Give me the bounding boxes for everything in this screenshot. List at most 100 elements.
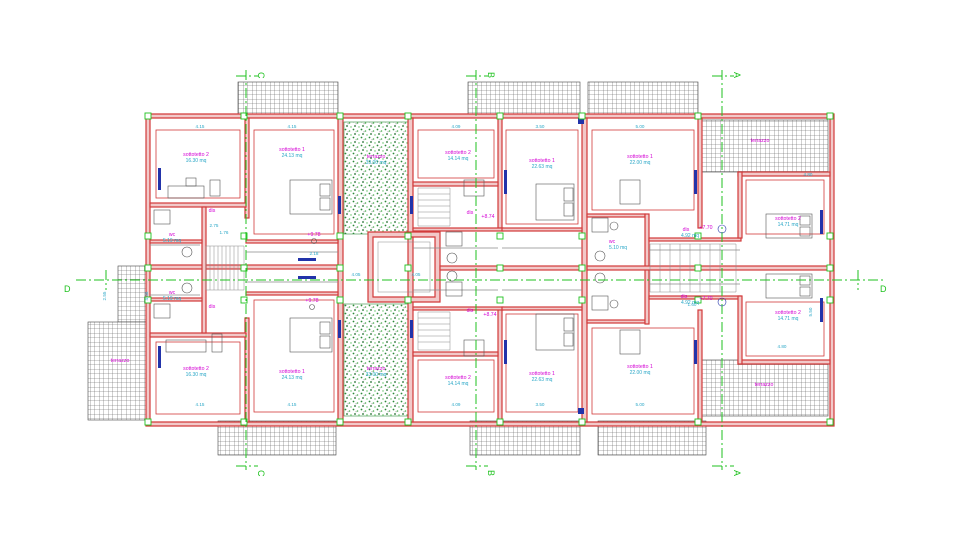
level-mark: dis bbox=[467, 210, 474, 216]
room-area: 33.00 mq bbox=[366, 160, 387, 166]
bed-bl bbox=[289, 317, 333, 353]
room-area: 24.13 mq bbox=[282, 375, 303, 381]
column bbox=[694, 418, 702, 426]
table-br bbox=[619, 329, 641, 355]
level-mark: dis bbox=[209, 208, 216, 214]
column bbox=[496, 112, 504, 120]
column bbox=[694, 232, 702, 240]
column bbox=[404, 296, 412, 304]
room-area: 14.71 mq bbox=[778, 316, 799, 322]
room-area: 22.63 mq bbox=[532, 164, 553, 170]
room-name: terrazzo bbox=[751, 138, 770, 144]
column bbox=[144, 112, 152, 120]
dimension: 1.76 bbox=[220, 230, 229, 235]
furniture bbox=[153, 177, 813, 357]
level-mark: +7.70 bbox=[699, 296, 712, 302]
column bbox=[336, 296, 344, 304]
room-area: 4.92 mq bbox=[681, 300, 699, 306]
dimension-labels: 4.15 4.15 4.09 3.50 5.00 4.15 4.15 4.09 … bbox=[102, 124, 813, 407]
axis-label-a-bottom: A bbox=[732, 470, 742, 476]
dimension: 4.05 bbox=[412, 272, 421, 277]
windows bbox=[158, 118, 823, 414]
room-name: terrazzo bbox=[367, 366, 386, 372]
room-area: 22.63 mq bbox=[532, 377, 553, 383]
level-mark: +7.70 bbox=[699, 225, 712, 231]
column bbox=[694, 112, 702, 120]
level-mark: dis bbox=[209, 304, 216, 310]
level-mark: +8.74 bbox=[481, 214, 494, 220]
table-tl bbox=[167, 177, 221, 199]
dimension: 5.50 bbox=[808, 307, 813, 316]
column bbox=[578, 232, 586, 240]
room-name: wc bbox=[169, 290, 176, 296]
column bbox=[336, 232, 344, 240]
column bbox=[578, 264, 586, 272]
column bbox=[404, 264, 412, 272]
column bbox=[404, 418, 412, 426]
table-tc bbox=[463, 179, 485, 197]
bed-tc bbox=[535, 183, 575, 221]
room-name: dis bbox=[683, 227, 690, 233]
column bbox=[578, 112, 586, 120]
grid-axes: C B A C B A D D bbox=[64, 70, 887, 477]
stairs bbox=[205, 187, 737, 351]
room-name: sottotetto 2 bbox=[775, 216, 801, 222]
column bbox=[240, 112, 248, 120]
dimension: 5.00 bbox=[636, 124, 645, 129]
dimension: 3.50 bbox=[536, 124, 545, 129]
bed-rt bbox=[765, 213, 813, 239]
room-name: wc bbox=[169, 232, 176, 238]
room-labels: sottotetto 2 16.30 mq sottotetto 1 24.13… bbox=[111, 138, 801, 388]
room-area: 24.13 mq bbox=[282, 153, 303, 159]
column bbox=[826, 232, 834, 240]
column bbox=[578, 296, 586, 304]
room-name: terrazzo bbox=[111, 358, 130, 364]
axis-label-c-bottom: C bbox=[256, 470, 266, 477]
columns bbox=[144, 112, 834, 426]
room-area: 5.19 mq bbox=[163, 296, 181, 302]
column bbox=[578, 418, 586, 426]
dimension: 2.55 bbox=[102, 291, 107, 300]
room-area: 5.19 mq bbox=[163, 238, 181, 244]
column bbox=[826, 418, 834, 426]
column bbox=[694, 296, 702, 304]
room-area: 14.71 mq bbox=[778, 222, 799, 228]
dimension: 4.15 bbox=[196, 402, 205, 407]
column bbox=[826, 112, 834, 120]
room-name: terrazzo bbox=[367, 154, 386, 160]
room-name: wc bbox=[609, 239, 616, 245]
axis-label-c-top: C bbox=[256, 72, 266, 79]
room-area: 5.10 mq bbox=[609, 245, 627, 251]
axis-label-d-left: D bbox=[64, 284, 71, 294]
room-area: 16.30 mq bbox=[186, 372, 207, 378]
level-mark: +8.74 bbox=[483, 312, 496, 318]
room-area: 16.30 mq bbox=[186, 158, 207, 164]
level-mark: +9.78 bbox=[307, 232, 320, 238]
room-name: sottotetto 2 bbox=[183, 366, 209, 372]
column bbox=[336, 418, 344, 426]
dimension: 1.60 bbox=[688, 302, 697, 307]
axis-label-b-top: B bbox=[486, 72, 496, 78]
room-area: 4.92 mq bbox=[681, 233, 699, 239]
column bbox=[240, 418, 248, 426]
room-name: sottotetto 1 bbox=[279, 369, 305, 375]
room-name: dis bbox=[681, 294, 688, 300]
axis-label-a-top: A bbox=[732, 72, 742, 78]
room-name: sottotetto 1 bbox=[529, 158, 555, 164]
dimension: 4.09 bbox=[452, 402, 461, 407]
column bbox=[404, 232, 412, 240]
level-mark: +9.78 bbox=[305, 298, 318, 304]
room-name: terrazzo bbox=[755, 382, 774, 388]
dimension: 4.80 bbox=[804, 172, 813, 177]
roof-slope-lines bbox=[150, 129, 825, 415]
column bbox=[496, 296, 504, 304]
column bbox=[404, 112, 412, 120]
level-mark: dis bbox=[467, 308, 474, 314]
room-area: 14.14 mq bbox=[448, 381, 469, 387]
column bbox=[336, 264, 344, 272]
column bbox=[496, 232, 504, 240]
dimension: 4.05 bbox=[352, 272, 361, 277]
bed-rb bbox=[765, 273, 813, 299]
column bbox=[240, 264, 248, 272]
